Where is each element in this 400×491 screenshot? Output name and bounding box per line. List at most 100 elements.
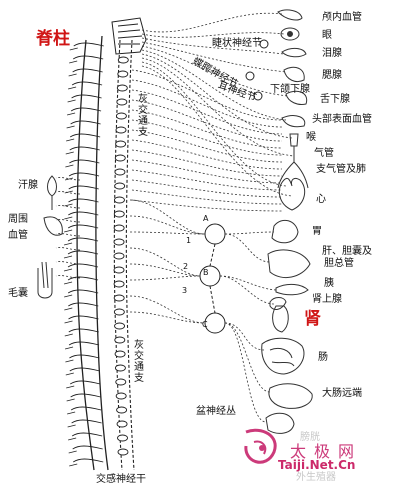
trunk-ganglion — [117, 434, 128, 442]
ciliary-ganglion-label: 睫状神经节 — [212, 38, 262, 49]
abdominal-fibers — [129, 199, 279, 423]
trunk-ganglion — [117, 70, 129, 78]
pelvic-plexus-label: 盆神经丛 — [196, 406, 236, 417]
trunk-ganglion — [115, 140, 127, 148]
trunk-ganglion — [115, 378, 127, 386]
heart-label: 心 — [316, 194, 326, 205]
lacrimal-label: 泪腺 — [322, 48, 342, 59]
ganglion-letter-b: B — [203, 268, 209, 277]
head-surface-vessels-label: 头部表面血管 — [312, 114, 372, 125]
nerve-fibers — [55, 12, 295, 279]
skin-effectors — [37, 175, 63, 299]
spine-title: 脊柱 — [36, 29, 70, 49]
larynx-label: 喉 — [306, 132, 316, 143]
trunk-ganglion — [117, 448, 129, 456]
white-rami-upper-label: 灰交通支 — [138, 94, 148, 138]
nerve-number-1: 1 — [186, 236, 192, 245]
trunk-ganglion — [113, 266, 125, 274]
trunk-ganglion — [113, 294, 125, 302]
liver-label-line1: 肝、胆囊及 — [322, 246, 372, 257]
trachea-drawing — [277, 146, 309, 189]
cranial-vessels-label: 颅内血管 — [322, 12, 362, 23]
submandibular-label: 下颌下腺 — [270, 84, 310, 95]
trunk-ganglia — [113, 56, 129, 456]
trunk-ganglion — [114, 336, 126, 344]
trunk-ganglion — [116, 84, 128, 92]
genitals-label: 外生殖器 — [296, 472, 336, 483]
eye-label: 眼 — [322, 30, 332, 41]
trunk-ganglion — [114, 350, 126, 358]
parotid-drawing — [283, 66, 305, 83]
trunk-ganglion — [113, 238, 125, 246]
trunk-ganglion — [115, 112, 127, 120]
sympathetic-trunk-label: 交感神经干 — [96, 474, 146, 485]
watermark-title: 太极网 — [290, 442, 363, 461]
peripheral-vessels-label-line2: 血管 — [8, 230, 28, 241]
cranial-vessel-drawing — [277, 9, 303, 21]
trunk-ganglion — [113, 308, 125, 316]
intestine-label: 肠 — [318, 352, 328, 363]
pancreas-label: 胰 — [324, 278, 334, 289]
trunk-ganglion — [117, 56, 129, 64]
liver-label-line2: 胆总管 — [324, 258, 354, 269]
kidney-title: 肾 — [304, 309, 321, 329]
trunk-ganglion — [116, 406, 128, 414]
trunk-ganglion — [113, 280, 125, 288]
prevertebral-ganglia — [199, 223, 226, 334]
trunk-ganglion — [114, 182, 126, 190]
hair-follicle-label: 毛囊 — [8, 288, 28, 299]
trunk-ganglion — [113, 252, 125, 260]
pancreas-drawing — [275, 283, 309, 296]
trunk-ganglion — [113, 210, 125, 218]
lacrimal-drawing — [281, 47, 307, 58]
sympathetic-trunk — [113, 39, 135, 471]
peripheral-vessels-label-line1: 周围 — [8, 214, 28, 225]
cranial-ganglia — [245, 39, 269, 101]
trunk-ganglion — [115, 126, 127, 134]
eye-drawing — [280, 27, 300, 41]
trunk-ganglion — [116, 98, 128, 106]
hair-follicle-drawing — [37, 261, 53, 299]
head-vessel-drawing — [281, 115, 306, 128]
heart-drawing — [278, 177, 306, 211]
colon-distal-label: 大肠远端 — [322, 388, 362, 399]
trachea-label: 气管 — [314, 148, 334, 159]
adrenal-label: 肾上腺 — [312, 294, 342, 305]
white-rami-lower-label: 灰交通支 — [134, 340, 144, 384]
nerve-number-2: 2 — [183, 262, 189, 271]
nerve-number-3: 3 — [182, 286, 188, 295]
ganglion-letter-a: A — [203, 214, 209, 223]
trunk-ganglion — [115, 392, 127, 400]
sweat-gland-label: 汗腺 — [18, 180, 38, 191]
ganglion-letter-c: C — [202, 320, 208, 329]
bronchi-lungs-label: 支气管及肺 — [316, 164, 366, 175]
bladder-drawing — [265, 412, 295, 434]
watermark-graphic — [244, 428, 277, 464]
trunk-ganglion — [114, 154, 126, 162]
stomach-label: 胃 — [312, 226, 322, 237]
stomach-drawing — [271, 219, 299, 244]
larynx-drawing — [289, 133, 299, 147]
sublingual-label: 舌下腺 — [320, 94, 350, 105]
trunk-ganglion — [113, 224, 125, 232]
organ-drawings — [261, 9, 313, 434]
liver-drawing — [267, 249, 311, 279]
kidney-drawing — [272, 305, 289, 333]
sublingual-drawing — [285, 90, 308, 105]
sweat-gland-drawing — [47, 175, 57, 210]
adrenal-drawing — [269, 297, 287, 310]
trunk-ganglion — [114, 364, 126, 372]
bladder-label: 膀胱 — [300, 432, 320, 443]
superior-cervical-ganglion — [111, 17, 147, 55]
trunk-ganglion — [114, 196, 125, 204]
colon-drawing — [268, 383, 313, 409]
intestine-drawing — [261, 337, 305, 375]
trunk-ganglion — [114, 168, 126, 176]
peripheral-vessel-drawing — [43, 216, 63, 236]
watermark-url: Taiji.Net.Cn — [278, 458, 356, 472]
trunk-ganglion — [114, 322, 125, 330]
parotid-label: 腮腺 — [322, 70, 342, 81]
trunk-ganglion — [116, 420, 128, 428]
